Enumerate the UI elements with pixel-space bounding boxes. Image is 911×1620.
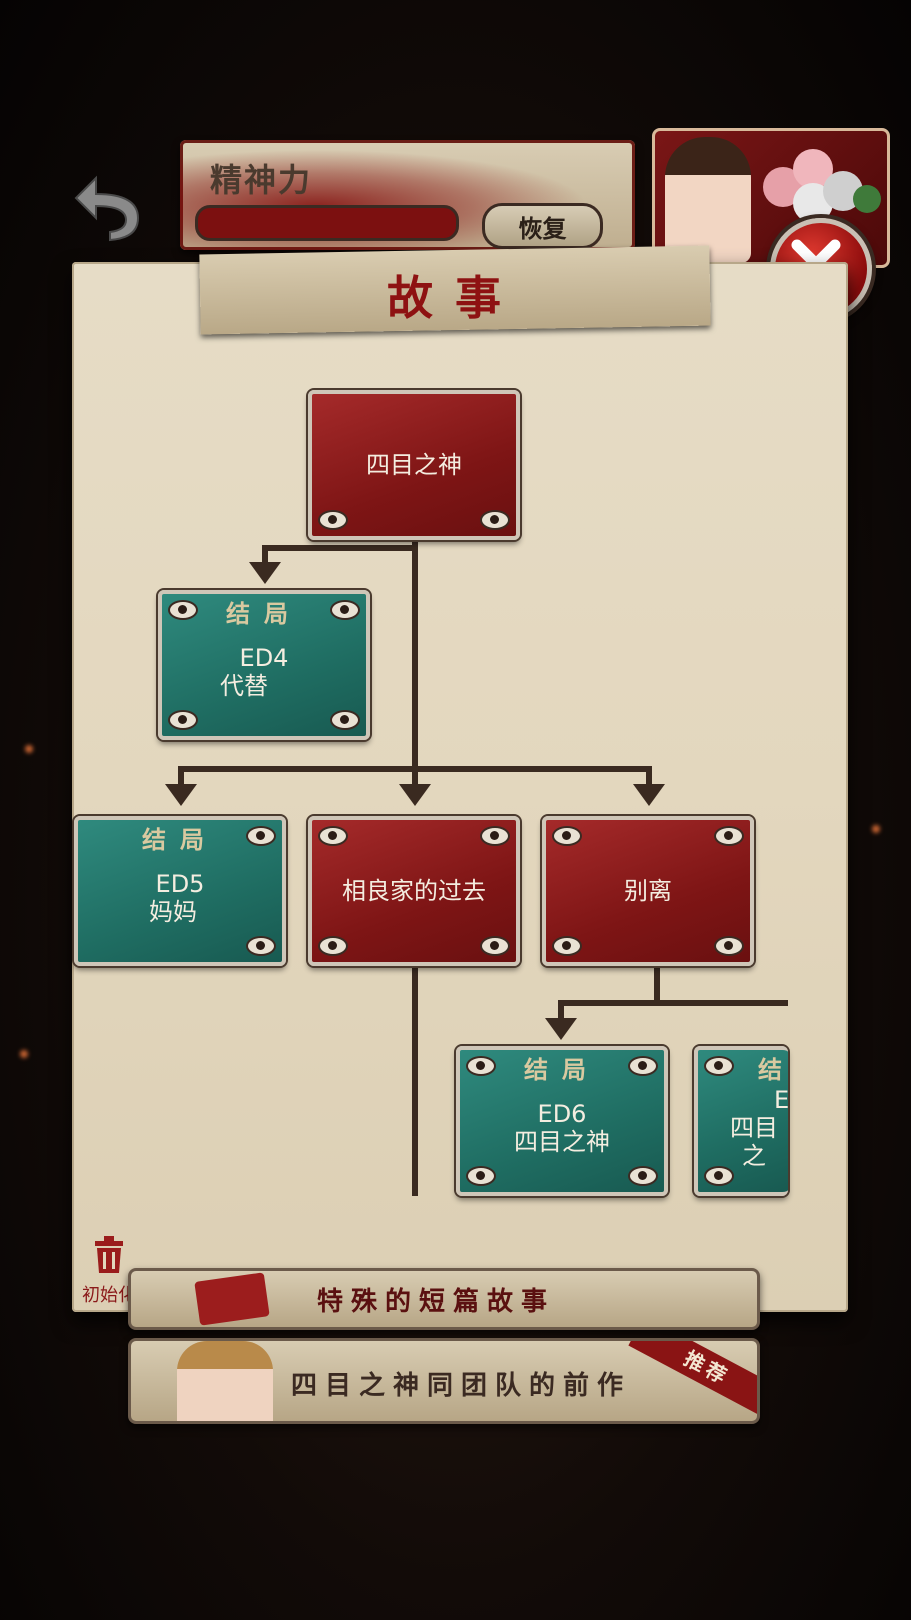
prequel-label: 四目之神同团队的前作 (291, 1371, 632, 1401)
stamina-label: 精神力 (210, 161, 313, 199)
arrow-down-icon (165, 784, 197, 806)
ember-particle (25, 745, 33, 753)
ember-particle (872, 825, 880, 833)
connector-line (654, 966, 660, 1006)
ending-tag: 结局 (524, 1055, 600, 1084)
reset-button[interactable]: 初始化 (78, 1233, 140, 1306)
panel-title: 故事 (387, 271, 523, 325)
ending-title: 妈妈 (149, 898, 197, 926)
ending-node-next[interactable]: 结 E 四目之 (694, 1046, 796, 1196)
back-button[interactable] (72, 172, 144, 244)
connector-line (264, 545, 418, 551)
story-node-root[interactable]: 四目之神 (308, 390, 520, 540)
node-title: 相良家的过去 (342, 877, 486, 905)
prequel-banner[interactable]: 四目之神同团队的前作 推荐 (128, 1338, 760, 1424)
ending-node-ed5[interactable]: 结局 ED5 妈妈 (74, 816, 286, 966)
ending-code: ED6 (537, 1100, 587, 1128)
arrow-down-icon (399, 784, 431, 806)
character-avatar (665, 137, 751, 263)
story-node-past[interactable]: 相良家的过去 (308, 816, 520, 966)
recover-button[interactable]: 恢复 (482, 203, 603, 249)
ending-title: 四目之 (730, 1114, 778, 1170)
film-icon (194, 1272, 270, 1326)
ending-node-ed6[interactable]: 结局 ED6 四目之神 (456, 1046, 668, 1196)
ending-code: E (774, 1086, 790, 1114)
ending-title: 四目之神 (514, 1128, 610, 1156)
ending-code: ED4 (239, 644, 289, 672)
connector-line (412, 766, 418, 786)
ending-node-ed4[interactable]: 结局 ED4 代替 (158, 590, 370, 740)
ember-particle (20, 1050, 28, 1058)
story-node-parting[interactable]: 别离 (542, 816, 754, 966)
short-stories-banner[interactable]: 特殊的短篇故事 (128, 1268, 760, 1330)
prequel-character-avatar (177, 1341, 273, 1421)
connector-line (262, 545, 268, 565)
connector-line (178, 766, 184, 786)
arrow-down-icon (545, 1018, 577, 1040)
ending-title: 代替 (220, 672, 268, 700)
node-title: 四目之神 (366, 451, 462, 479)
ending-code: ED5 (155, 870, 205, 898)
item-orbs (763, 149, 881, 249)
ending-tag: 结局 (226, 599, 302, 628)
arrow-down-icon (249, 562, 281, 584)
arrow-down-icon (633, 784, 665, 806)
short-stories-label: 特殊的短篇故事 (317, 1287, 556, 1317)
reset-label: 初始化 (82, 1285, 136, 1306)
node-title: 别离 (624, 877, 672, 905)
connector-line (646, 766, 652, 786)
connector-line (560, 1000, 788, 1006)
stamina-bar (195, 205, 459, 241)
connector-line (412, 966, 418, 1196)
connector-line (412, 522, 418, 772)
ending-tag: 结局 (142, 825, 218, 854)
trash-icon (95, 1236, 123, 1273)
back-arrow-icon (74, 175, 140, 242)
ending-tag: 结 (758, 1055, 796, 1084)
connector-line (558, 1000, 564, 1020)
